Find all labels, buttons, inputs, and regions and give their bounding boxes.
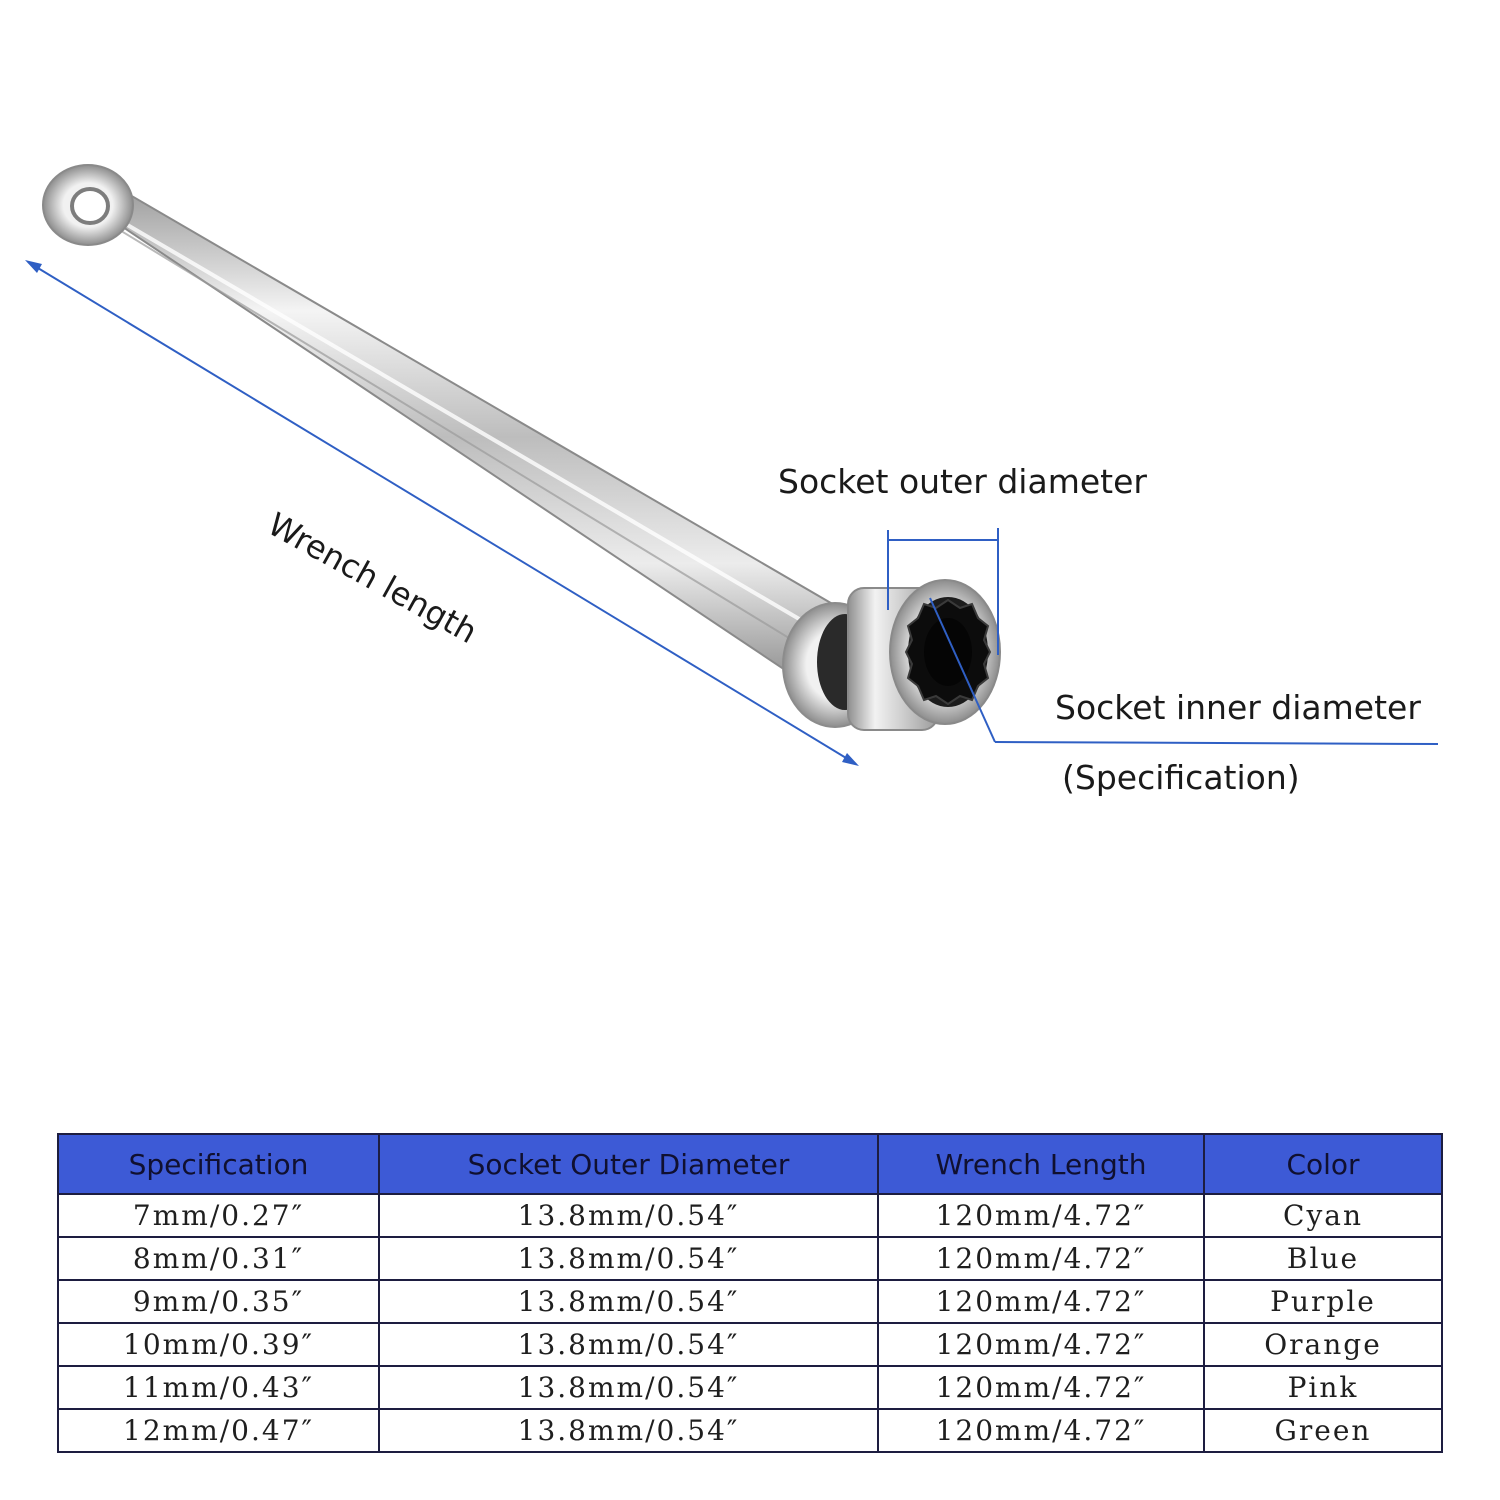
cell-specification: 11mm/0.43″ <box>57 1365 380 1410</box>
cell-socket-outer-diameter: 13.8mm/0.54″ <box>378 1365 879 1410</box>
cell-wrench-length: 120mm/4.72″ <box>877 1408 1205 1453</box>
cell-socket-outer-diameter: 13.8mm/0.54″ <box>378 1279 879 1324</box>
header-color: Color <box>1203 1133 1443 1195</box>
cell-wrench-length: 120mm/4.72″ <box>877 1193 1205 1238</box>
header-specification: Specification <box>57 1133 380 1195</box>
inner-diameter-leader <box>929 597 1439 745</box>
table-row: 10mm/0.39″ 13.8mm/0.54″ 120mm/4.72″ Oran… <box>57 1322 1443 1367</box>
table-header-row: Specification Socket Outer Diameter Wren… <box>57 1133 1443 1195</box>
cell-color: Cyan <box>1203 1193 1443 1238</box>
specification-table: Specification Socket Outer Diameter Wren… <box>57 1133 1443 1453</box>
table-row: 11mm/0.43″ 13.8mm/0.54″ 120mm/4.72″ Pink <box>57 1365 1443 1410</box>
table-row: 8mm/0.31″ 13.8mm/0.54″ 120mm/4.72″ Blue <box>57 1236 1443 1281</box>
socket-inner-diameter-label: Socket inner diameter <box>1055 688 1421 727</box>
socket <box>847 579 1001 731</box>
cell-color: Pink <box>1203 1365 1443 1410</box>
cell-specification: 9mm/0.35″ <box>57 1279 380 1324</box>
outer-diameter-bracket <box>887 528 999 655</box>
table-row: 12mm/0.47″ 13.8mm/0.54″ 120mm/4.72″ Gree… <box>57 1408 1443 1453</box>
hang-ring <box>42 164 134 246</box>
cell-specification: 10mm/0.39″ <box>57 1322 380 1367</box>
cell-socket-outer-diameter: 13.8mm/0.54″ <box>378 1236 879 1281</box>
cell-color: Blue <box>1203 1236 1443 1281</box>
specification-label: (Specification) <box>1062 758 1300 797</box>
cell-color: Orange <box>1203 1322 1443 1367</box>
cell-specification: 8mm/0.31″ <box>57 1236 380 1281</box>
table-row: 7mm/0.27″ 13.8mm/0.54″ 120mm/4.72″ Cyan <box>57 1193 1443 1238</box>
cell-wrench-length: 120mm/4.72″ <box>877 1365 1205 1410</box>
cell-specification: 7mm/0.27″ <box>57 1193 380 1238</box>
cell-wrench-length: 120mm/4.72″ <box>877 1279 1205 1324</box>
cell-specification: 12mm/0.47″ <box>57 1408 380 1453</box>
cell-wrench-length: 120mm/4.72″ <box>877 1236 1205 1281</box>
socket-outer-diameter-label: Socket outer diameter <box>778 462 1147 501</box>
cell-socket-outer-diameter: 13.8mm/0.54″ <box>378 1408 879 1453</box>
wrench-length-arrow <box>25 260 859 766</box>
cell-socket-outer-diameter: 13.8mm/0.54″ <box>378 1322 879 1367</box>
cell-color: Green <box>1203 1408 1443 1453</box>
cell-wrench-length: 120mm/4.72″ <box>877 1322 1205 1367</box>
header-socket-outer-diameter: Socket Outer Diameter <box>378 1133 879 1195</box>
cell-color: Purple <box>1203 1279 1443 1324</box>
table-row: 9mm/0.35″ 13.8mm/0.54″ 120mm/4.72″ Purpl… <box>57 1279 1443 1324</box>
cell-socket-outer-diameter: 13.8mm/0.54″ <box>378 1193 879 1238</box>
header-wrench-length: Wrench Length <box>877 1133 1205 1195</box>
